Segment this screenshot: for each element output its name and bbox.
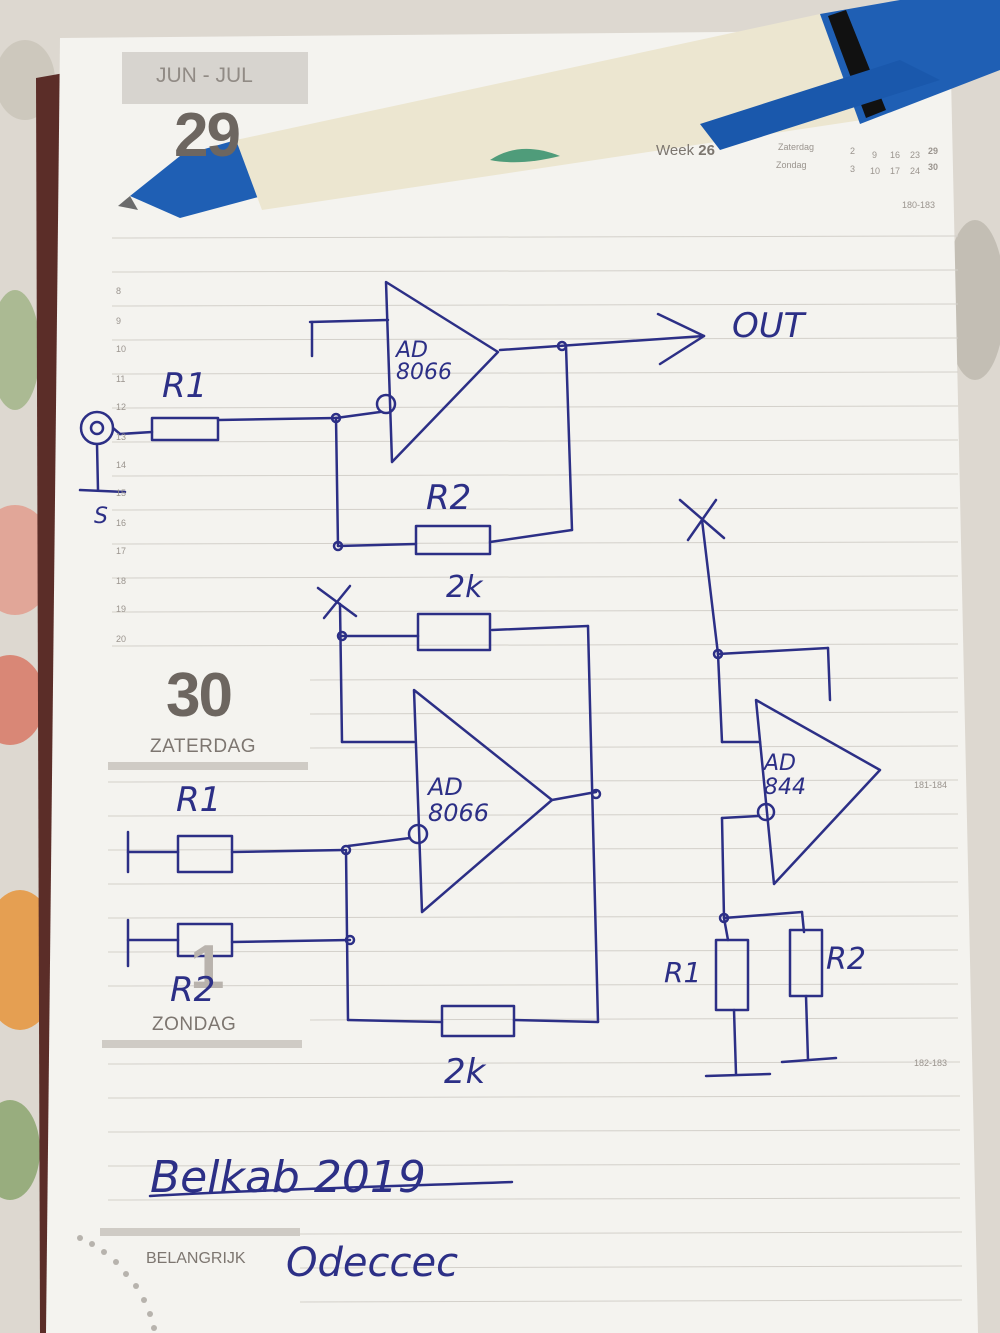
- day-bar-1: [102, 1040, 302, 1048]
- day-bar-30: [108, 762, 308, 770]
- hour-label: 15: [116, 488, 127, 498]
- day-name-saturday: ZATERDAG: [150, 736, 257, 757]
- ruled-lines: [107, 235, 963, 1303]
- week-number: 26: [698, 142, 715, 159]
- mini-cal-date: 30: [928, 162, 939, 172]
- mini-cal-day-sat: Zaterdag: [778, 142, 815, 152]
- amplifier-right: [754, 698, 882, 886]
- amplifier-top: [384, 280, 500, 464]
- bnc-connector-inner: [89, 420, 105, 436]
- page-ref: 181-184: [914, 780, 948, 790]
- dot-arc: [77, 1235, 157, 1331]
- hour-label: 9: [116, 316, 122, 326]
- label-2k-mid: 2k: [446, 570, 483, 605]
- mini-cal-date: 23: [910, 150, 921, 160]
- mini-cal-date: 10: [870, 166, 881, 176]
- resistor-2k-mid: [416, 612, 492, 652]
- hour-label: 13: [116, 432, 127, 442]
- hour-label: 20: [116, 634, 127, 644]
- label-r2-mid: R2: [170, 970, 216, 1010]
- label-out: OUT: [732, 306, 805, 346]
- mini-cal-date: 2: [850, 146, 856, 156]
- week-label: Week 26: [656, 142, 715, 159]
- month-range: JUN - JUL: [156, 64, 253, 87]
- page-ref: 180-183: [902, 200, 936, 210]
- hour-label: 18: [116, 576, 127, 586]
- resistor-r2-mid: [176, 922, 234, 958]
- hour-label: 12: [116, 402, 127, 412]
- belangrijk-label: BELANGRIJK: [146, 1250, 246, 1267]
- label-r1-top: R1: [162, 366, 208, 406]
- signature: Odeccec: [286, 1240, 459, 1286]
- label-amp2: AD 8066: [428, 773, 490, 827]
- circuit-sketch: [78, 280, 882, 1198]
- hour-label: 11: [116, 374, 126, 384]
- label-ground-s: S: [94, 504, 108, 529]
- day-number-30: 30: [166, 661, 233, 730]
- mini-cal-date: 9: [872, 150, 878, 160]
- hour-label: 8: [116, 286, 122, 296]
- mini-cal-date: 17: [890, 166, 901, 176]
- mini-cal-date: 16: [890, 150, 901, 160]
- hour-label: 17: [116, 546, 127, 556]
- day-number-29: 29: [174, 101, 241, 170]
- day-name-sunday: ZONDAG: [152, 1014, 237, 1035]
- label-r1-mid: R1: [176, 780, 222, 820]
- resistor-r1-right: [714, 938, 750, 1012]
- resistor-r1-top: [150, 416, 220, 442]
- footer-note: Belkab 2019: [150, 1152, 426, 1203]
- label-amp3: AD 844: [764, 751, 806, 800]
- resistor-r2-top: [414, 524, 492, 556]
- mini-cal-date: 3: [850, 164, 856, 174]
- hour-label: 16: [116, 518, 127, 528]
- label-r1-right: R1: [664, 956, 702, 989]
- label-r2-top: R2: [426, 478, 472, 518]
- mini-cal-date: 29: [928, 146, 939, 156]
- label-amp1: AD 8066: [396, 338, 452, 385]
- month-bar: [122, 52, 308, 104]
- label-r2-right: R2: [826, 942, 866, 977]
- planner-page: [46, 30, 978, 1333]
- hour-label: 14: [116, 460, 127, 470]
- pen: [118, 0, 1000, 218]
- resistor-r1-mid: [176, 834, 234, 874]
- label-2k-bottom: 2k: [444, 1052, 486, 1092]
- page-ref: 182-183: [914, 1058, 948, 1068]
- amplifier-middle: [412, 688, 554, 914]
- mini-cal-date: 24: [910, 166, 921, 176]
- week-word: Week: [656, 142, 695, 159]
- hour-label: 19: [116, 604, 127, 614]
- hour-label: 10: [116, 344, 127, 354]
- mini-cal-day-sun: Zondag: [776, 160, 807, 170]
- belangrijk-bar: [100, 1228, 300, 1236]
- day-number-1: 1: [190, 933, 225, 1002]
